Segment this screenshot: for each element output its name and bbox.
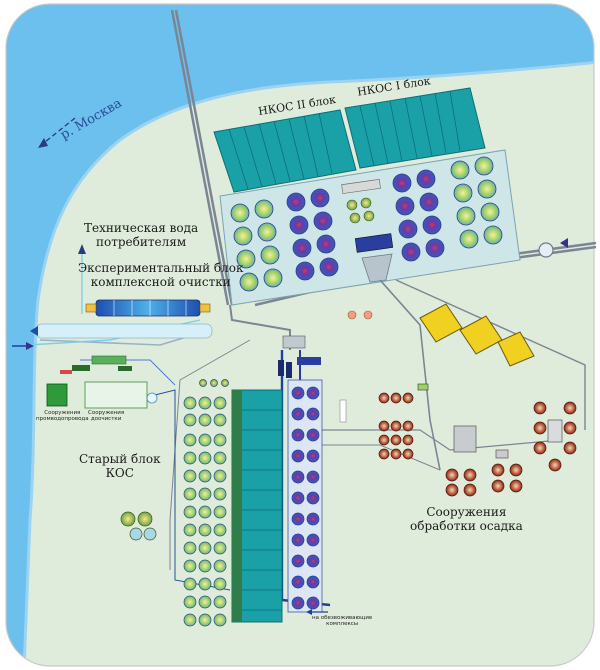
label-experimental-block: Экспериментальный блок комплексной очист… [78,261,244,289]
nkos-1-clarifiers [392,156,503,262]
outflow-arrow [306,609,328,615]
sludge-lagoons [347,303,535,367]
tech-water-arrow [78,244,86,314]
nkos-2-building [213,109,357,193]
nkos-1-building [344,87,486,169]
label-water-supply: Сооружения промводопровода [36,410,89,423]
label-sludge-treatment: Сооружения обработки осадка [410,505,523,533]
water-supply-facility [46,355,158,409]
old-block-tanks-left [183,379,229,627]
nkos-2-clarifiers [230,188,339,292]
old-block-aeration-tanks [231,389,283,623]
nkos-tank-platform [219,149,521,306]
east-inflow-arrow [560,238,568,248]
river-flow-arrow [38,117,76,148]
label-to-complexes: на обезвоживающие комплексы [312,615,373,628]
main-collector [170,9,234,306]
experimental-block [85,299,211,317]
intake-channel [12,323,213,350]
old-block-small-tanks [120,511,157,541]
sludge-treatment-tanks [378,383,577,497]
label-post-treatment: Сооружения доочистки [88,410,125,423]
nkos-central-facilities [341,179,394,283]
label-tech-water: Техническая вода потребителям [84,221,199,249]
old-block-tanks-right [287,379,323,613]
distribution-node [278,335,347,423]
label-old-block: Старый блок КОС [79,452,161,480]
